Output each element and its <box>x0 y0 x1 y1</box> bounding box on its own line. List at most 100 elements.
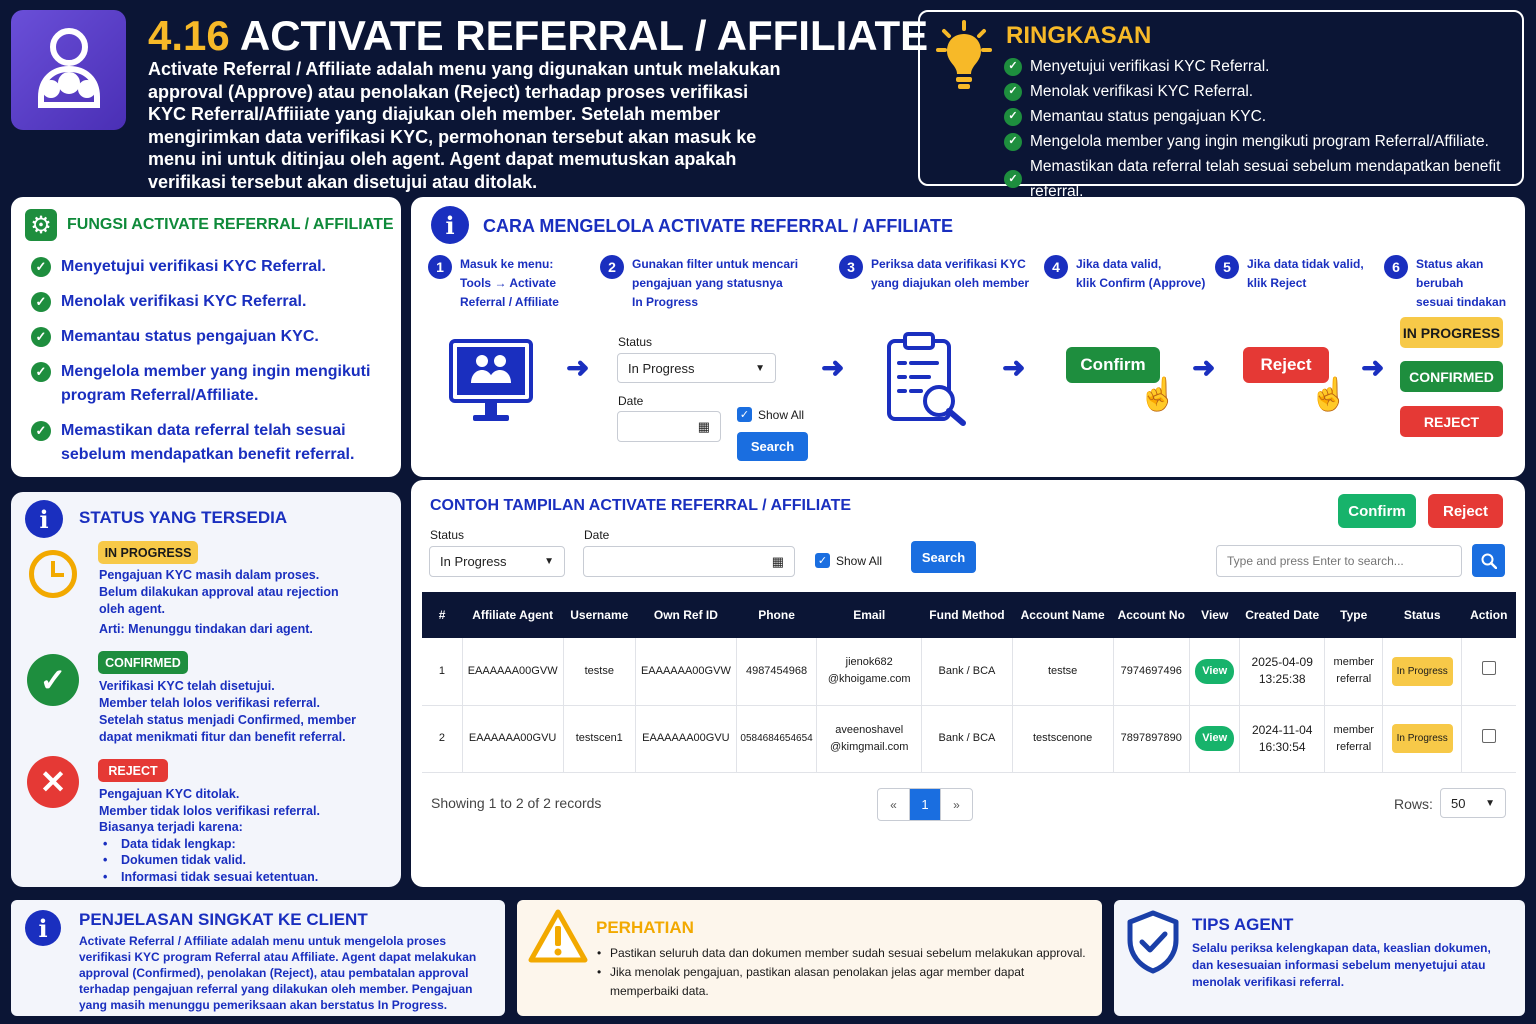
date-input[interactable]: ▦ <box>617 411 721 442</box>
header-description: Activate Referral / Affiliate adalah men… <box>148 59 781 192</box>
rows-select[interactable]: 50▼ <box>1440 788 1506 818</box>
check-icon: ✓ <box>31 257 51 277</box>
table-row: 2 EAAAAAA00GVU testscen1 EAAAAAA00GVU 05… <box>422 705 1516 773</box>
page-1-button[interactable]: 1 <box>910 789 940 820</box>
table-row: 1 EAAAAAA00GVW testse EAAAAAA00GVW 49874… <box>422 638 1516 706</box>
check-icon: ✓ <box>31 362 51 382</box>
contoh-panel: CONTOH TAMPILAN ACTIVATE REFERRAL / AFFI… <box>411 480 1525 887</box>
hand-pointer-icon: ☝ <box>1309 376 1349 412</box>
chevron-down-icon: ▼ <box>755 362 765 374</box>
status-panel: i STATUS YANG TERSEDIA IN PROGRESS Penga… <box>11 492 401 887</box>
list-item: •Pastikan seluruh data dan dokumen membe… <box>597 946 1086 960</box>
check-icon: ✓ <box>31 327 51 347</box>
arrow-icon: ➜ <box>1192 352 1216 383</box>
row-checkbox[interactable] <box>1482 728 1496 743</box>
chevron-down-icon: ▼ <box>544 556 554 567</box>
arrow-icon: ➜ <box>821 352 845 383</box>
chevron-down-icon: ▼ <box>1485 797 1495 809</box>
tips-text: Selalu periksa kelengkapan data, keaslia… <box>1192 941 1491 989</box>
status-desc: Pengajuan KYC masih dalam proses.Belum d… <box>99 568 339 636</box>
ringkasan-list: ✓Menyetujui verifikasi KYC Referral. ✓Me… <box>1004 54 1522 204</box>
check-icon: ✓ <box>1004 170 1022 188</box>
row-checkbox[interactable] <box>1482 661 1496 676</box>
check-icon: ✓ <box>1004 132 1022 151</box>
calendar-icon: ▦ <box>771 553 784 569</box>
clock-icon <box>29 550 77 598</box>
arrow-icon: ➜ <box>1361 352 1385 383</box>
arrow-icon: ➜ <box>1002 352 1026 383</box>
show-all-checkbox[interactable]: ✓Show All <box>737 407 804 422</box>
penjelasan-text: Activate Referral / Affiliate adalah men… <box>79 934 477 1012</box>
search-button[interactable]: Search <box>911 541 976 573</box>
penjelasan-title: PENJELASAN SINGKAT KE CLIENT <box>79 910 368 929</box>
records-info: Showing 1 to 2 of 2 records <box>431 795 602 811</box>
info-icon: i <box>25 500 63 538</box>
info-icon: i <box>431 206 469 244</box>
confirm-button[interactable]: Confirm <box>1066 347 1160 383</box>
info-icon: i <box>25 910 61 946</box>
status-label: Status <box>618 335 653 349</box>
tips-panel: TIPS AGENT Selalu periksa kelengkapan da… <box>1114 900 1525 1016</box>
status-label: Status <box>430 528 465 542</box>
date-label: Date <box>584 528 610 542</box>
arrow-icon: ➜ <box>566 352 590 383</box>
section-number: 4.16 <box>148 12 230 59</box>
table-header: # Affiliate Agent Username Own Ref ID Ph… <box>422 592 1516 638</box>
check-icon: ✓ <box>31 421 51 441</box>
list-item: •Jika menolak pengajuan, pastikan alasan… <box>597 965 1025 998</box>
search-icon-button[interactable] <box>1472 544 1505 577</box>
penjelasan-panel: i PENJELASAN SINGKAT KE CLIENT Activate … <box>11 900 505 1016</box>
view-button[interactable]: View <box>1195 658 1235 684</box>
data-table: # Affiliate Agent Username Own Ref ID Ph… <box>422 592 1516 773</box>
list-item: ✓Memantau status pengajuan KYC. <box>1004 104 1522 129</box>
check-icon: ✓ <box>1004 82 1022 101</box>
shield-check-icon <box>1127 910 1179 974</box>
status-select[interactable]: In Progress▼ <box>429 546 565 577</box>
monitor-users-icon <box>449 339 533 421</box>
page-prev-button[interactable]: « <box>878 789 910 820</box>
badge-reject: REJECT <box>98 759 168 782</box>
list-item: ✓Menyetujui verifikasi KYC Referral. <box>31 255 391 279</box>
check-icon: ✓ <box>1004 107 1022 126</box>
view-button[interactable]: View <box>1195 726 1235 751</box>
perhatian-panel: PERHATIAN •Pastikan seluruh data dan dok… <box>517 900 1102 1016</box>
list-item: ✓Menolak verifikasi KYC Referral. <box>1004 79 1522 104</box>
badge-reject: REJECT <box>1400 406 1503 437</box>
page-next-button[interactable]: » <box>940 789 972 820</box>
reject-button[interactable]: Reject <box>1428 494 1503 528</box>
badge-confirmed: CONFIRMED <box>1400 361 1503 392</box>
fungsi-list: ✓Menyetujui verifikasi KYC Referral. ✓Me… <box>31 255 391 467</box>
x-circle-icon: ✕ <box>27 756 79 808</box>
users-icon <box>37 28 100 108</box>
show-all-checkbox[interactable]: ✓Show All <box>815 553 882 568</box>
status-select[interactable]: In Progress▼ <box>617 353 776 383</box>
list-item: •Dokumen tidak valid. <box>103 853 247 867</box>
checkbox-checked-icon: ✓ <box>815 553 830 568</box>
list-item: ✓Mengelola member yang ingin mengikuti p… <box>1004 129 1522 154</box>
date-label: Date <box>618 394 644 408</box>
pagination: « 1 » <box>877 788 973 821</box>
gear-icon: ⚙ <box>25 209 57 241</box>
reject-button[interactable]: Reject <box>1243 347 1329 383</box>
perhatian-list: •Pastikan seluruh data dan dokumen membe… <box>597 944 1086 1001</box>
confirm-button[interactable]: Confirm <box>1338 494 1416 528</box>
search-button[interactable]: Search <box>737 432 808 461</box>
tips-title: TIPS AGENT <box>1192 915 1294 934</box>
page-title: 4.16 ACTIVATE REFERRAL / AFFILIATE <box>148 12 928 60</box>
fungsi-panel: ⚙ FUNGSI ACTIVATE REFERRAL / AFFILIATE ✓… <box>11 197 401 477</box>
cara-title: CARA MENGELOLA ACTIVATE REFERRAL / AFFIL… <box>483 216 953 236</box>
check-icon: ✓ <box>31 292 51 312</box>
rows-label: Rows: <box>1394 796 1433 812</box>
check-circle-icon: ✓ <box>27 654 79 706</box>
date-input[interactable]: ▦ <box>583 546 795 577</box>
status-desc: Pengajuan KYC ditolak.Member tidak lolos… <box>99 787 320 884</box>
search-input[interactable] <box>1216 545 1462 577</box>
